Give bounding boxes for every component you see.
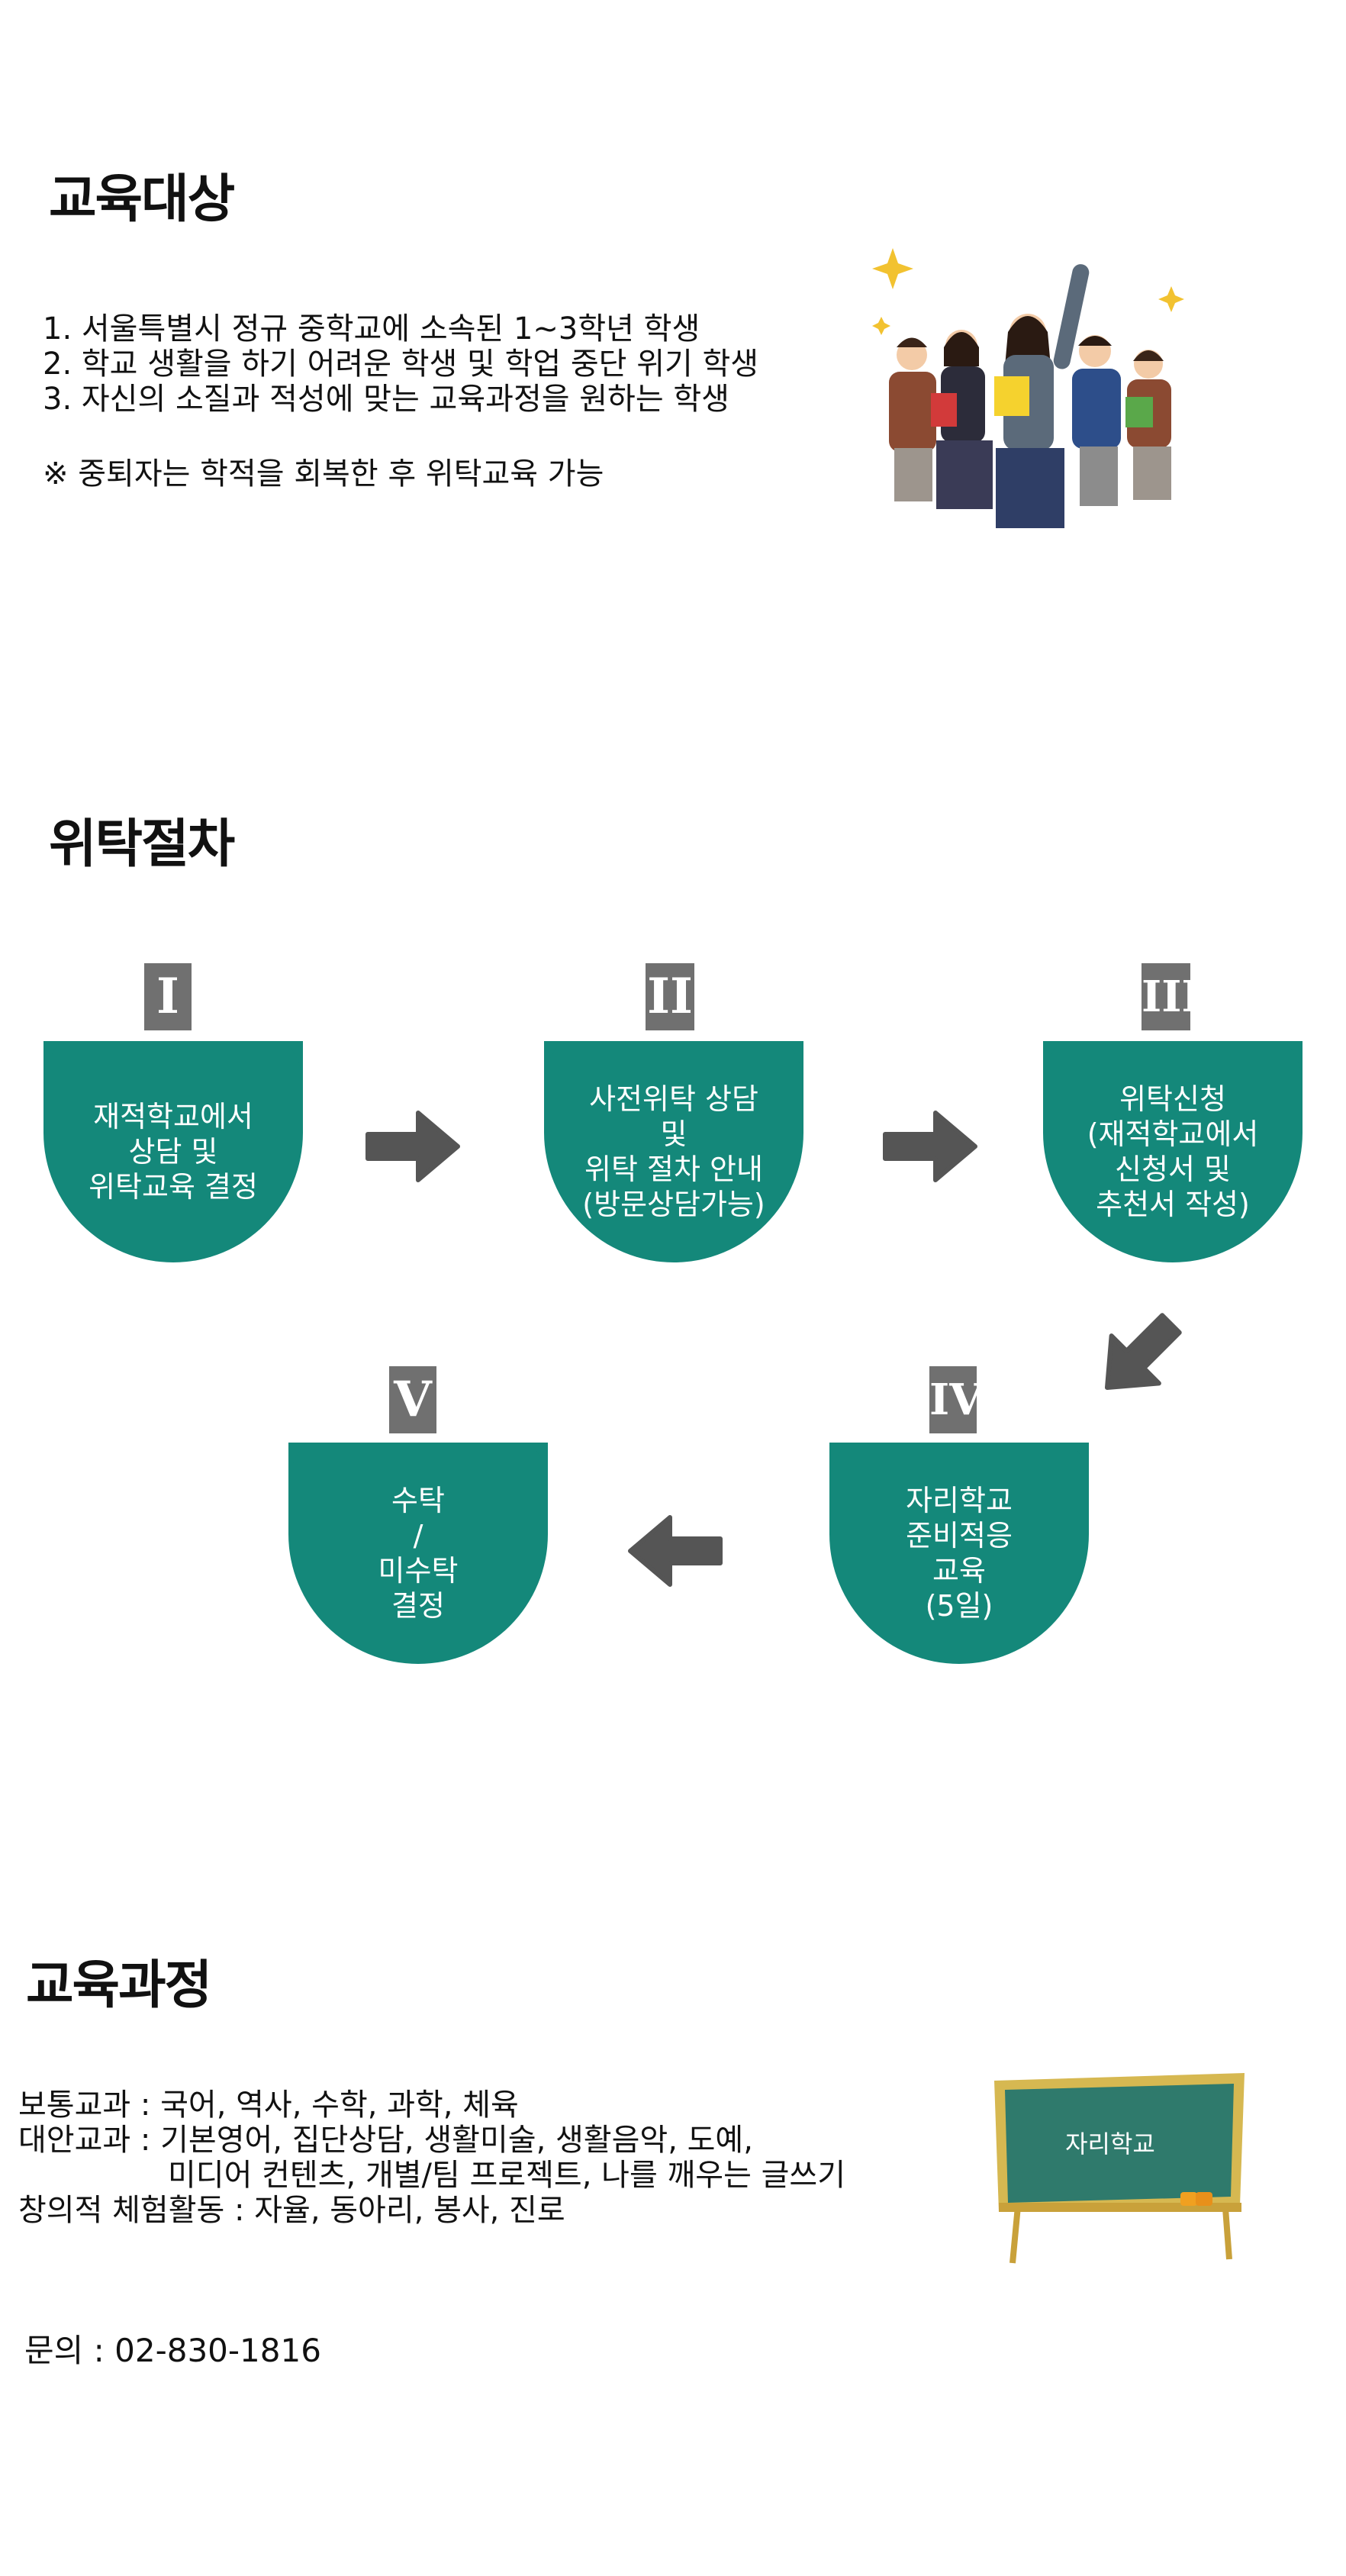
step-3-badge: III: [1142, 963, 1202, 1030]
chalkboard-illustration: 자리학교: [994, 2073, 1245, 2264]
target-list: 1. 서울특별시 정규 중학교에 소속된 1~3학년 학생 2. 학교 생활을 …: [43, 311, 758, 417]
arrow-right-icon: [883, 1111, 977, 1182]
step-4-text: 자리학교 준비적응 교육 (5일): [906, 1484, 1013, 1623]
arrow-down-left-icon: [1104, 1313, 1182, 1391]
step-2-circle: 사전위탁 상담 및 위탁 절차 안내 (방문상담가능): [544, 1041, 803, 1262]
curriculum-line-2: 대안교과 : 기본영어, 집단상담, 생활미술, 생활음악, 도예,: [18, 2123, 753, 2158]
step-2-badge: II: [646, 963, 694, 1030]
section-heading-curriculum: 교육과정: [26, 1955, 212, 2016]
step-1-circle: 재적학교에서 상담 및 위탁교육 결정: [43, 1041, 303, 1262]
step-1-text: 재적학교에서 상담 및 위탁교육 결정: [89, 1100, 258, 1204]
target-item-1: 1. 서울특별시 정규 중학교에 소속된 1~3학년 학생: [43, 311, 700, 347]
section-heading-target: 교육대상: [49, 169, 235, 230]
step-2-text: 사전위탁 상담 및 위탁 절차 안내 (방문상담가능): [582, 1082, 765, 1221]
curriculum-line-1: 보통교과 : 국어, 역사, 수학, 과학, 체육: [18, 2088, 519, 2123]
target-item-2: 2. 학교 생활을 하기 어려운 학생 및 학업 중단 위기 학생: [43, 347, 759, 382]
step-5-text: 수탁 / 미수탁 결정: [378, 1484, 459, 1623]
students-illustration: [872, 248, 1184, 528]
step-4-badge: IV: [929, 1366, 983, 1433]
chalkboard-text: 자리학교: [1065, 2129, 1155, 2158]
section-heading-procedure: 위탁절차: [49, 814, 235, 875]
step-3-circle: 위탁신청 (재적학교에서 신청서 및 추천서 작성): [1043, 1041, 1303, 1262]
step-4-circle: 자리학교 준비적응 교육 (5일): [829, 1443, 1089, 1664]
curriculum-line-3: 미디어 컨텐츠, 개별/팀 프로젝트, 나를 깨우는 글쓰기: [168, 2158, 845, 2193]
step-5-badge: V: [389, 1366, 436, 1433]
step-1-badge: I: [144, 963, 192, 1030]
arrow-right-icon: [365, 1111, 460, 1182]
target-item-3: 3. 자신의 소질과 적성에 맞는 교육과정을 원하는 학생: [43, 382, 729, 417]
curriculum-line-4: 창의적 체험활동 : 자율, 동아리, 봉사, 진로: [18, 2193, 565, 2228]
curriculum-list: 보통교과 : 국어, 역사, 수학, 과학, 체육 대안교과 : 기본영어, 집…: [18, 2088, 845, 2228]
step-3-text: 위탁신청 (재적학교에서 신청서 및 추천서 작성): [1087, 1082, 1259, 1221]
step-5-circle: 수탁 / 미수탁 결정: [288, 1443, 548, 1664]
target-note: ※ 중퇴자는 학적을 회복한 후 위탁교육 가능: [43, 456, 604, 492]
arrow-left-icon: [628, 1515, 723, 1587]
contact-info: 문의 : 02-830-1816: [24, 2332, 321, 2369]
